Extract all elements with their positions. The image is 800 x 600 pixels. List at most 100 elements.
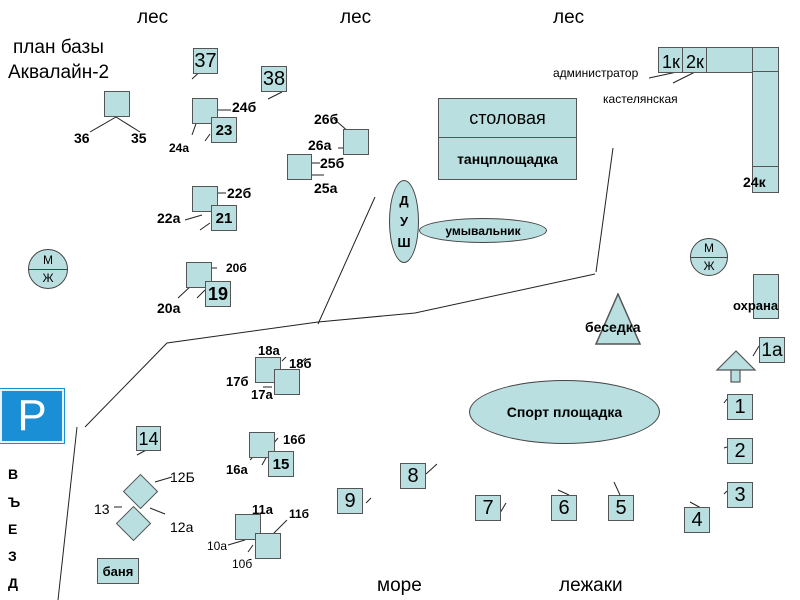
dining-hall[interactable]: столовая танцплощадка [438,98,577,180]
label-24b: 24б [232,99,257,115]
house-37-number: 37 [194,50,217,72]
label-25b: 25б [320,155,345,171]
shower[interactable]: Д У Ш [389,180,419,263]
path-right [595,147,614,273]
house-6[interactable]: 6 [551,495,577,521]
wc-right-men: М [704,241,714,255]
korpus-building[interactable]: 1к 2к [658,47,779,73]
label-26a: 26а [308,137,332,153]
bathhouse[interactable]: баня [97,558,139,584]
label-10b: 10б [232,557,253,571]
dance-floor-label: танцплощадка [457,151,558,167]
label-13: 13 [94,501,110,517]
house-3-number: 3 [734,484,746,506]
label-26b: 26б [314,111,339,127]
house-10[interactable] [255,533,281,559]
house-15[interactable]: 15 [268,451,294,477]
entrance-letter-2: Ъ [8,494,21,510]
map-title-line1: план базы [13,37,104,58]
entrance-letter-4: З [8,548,17,564]
path-mid [317,196,376,325]
house-16[interactable] [249,432,275,458]
house-3[interactable]: 3 [727,482,753,508]
label-16a: 16а [226,462,248,477]
label-18b: 18б [289,356,312,371]
shower-letter-3: Ш [397,235,411,250]
korpus-wing[interactable] [752,71,779,168]
house-1-number: 1 [734,396,746,418]
house-8-number: 8 [407,465,419,487]
gazebo-label: беседка [585,319,641,335]
label-11b: 11б [289,507,310,521]
label-25a: 25а [314,180,338,196]
house-12a[interactable] [115,505,152,542]
house-26[interactable] [343,129,369,155]
house-1[interactable]: 1 [727,394,753,420]
house-8[interactable]: 8 [400,463,426,489]
room-2k[interactable]: 2к [682,47,708,73]
wc-left-divider [29,269,67,270]
label-24a: 24а [169,141,190,155]
house-35-36[interactable] [104,91,130,117]
house-21[interactable]: 21 [211,205,237,231]
house-19[interactable]: 19 [205,281,231,307]
gazebo-icon[interactable] [595,293,641,345]
house-15-number: 15 [272,455,290,473]
house-1a[interactable]: 1а [759,337,785,363]
house-1a-number: 1а [761,339,783,361]
house-17[interactable] [274,369,300,395]
room-2k-label: 2к [686,52,704,72]
parking-sign[interactable]: P [0,388,65,444]
security-post[interactable] [753,274,779,319]
label-10a: 10а [207,539,228,553]
label-12B: 12Б [170,469,195,485]
entrance-letter-5: Д [8,575,18,591]
house-7[interactable]: 7 [475,495,501,521]
house-14-number: 14 [138,428,159,449]
wc-right[interactable]: М Ж [690,238,728,276]
house-38[interactable]: 38 [261,66,287,92]
house-14[interactable]: 14 [136,426,161,451]
house-23[interactable]: 23 [211,117,237,143]
room-24k[interactable] [752,166,779,193]
house-7-number: 7 [482,497,494,519]
house-37[interactable]: 37 [193,48,218,74]
sea-label: море [377,575,422,596]
administrator-label: администратор [553,66,639,80]
washstand[interactable]: умывальник [419,218,547,243]
house-6-number: 6 [558,497,570,519]
entrance-letter-3: Е [8,521,18,537]
label-20b: 20б [226,261,247,275]
sports-ground[interactable]: Спорт площадка [469,380,660,444]
washstand-label: умывальник [445,223,521,238]
house-19-number: 19 [207,284,229,304]
security-label: охрана [733,298,779,313]
label-12a: 12а [170,519,194,535]
sports-ground-label: Спорт площадка [506,404,623,420]
house-4[interactable]: 4 [684,507,710,533]
house-5-number: 5 [615,497,627,519]
path-left [57,426,78,600]
map-title-line2: Аквалайн-2 [8,62,110,83]
forest-label-3: лес [553,7,585,28]
label-22a: 22а [157,210,181,226]
wc-left[interactable]: М Ж [28,249,68,289]
house-20[interactable] [186,262,212,288]
house-23-number: 23 [215,121,233,139]
house-21-number: 21 [215,209,233,227]
label-17b: 17б [226,374,249,389]
arrow-up-icon [715,350,757,383]
room-1k[interactable]: 1к [658,47,684,73]
wc-left-women: Ж [42,271,54,285]
house-2[interactable]: 2 [727,438,753,464]
room-1k-label: 1к [662,52,680,72]
entrance-letter-1: В [8,466,19,482]
house-9-number: 9 [344,490,356,512]
house-9[interactable]: 9 [337,488,363,514]
house-25[interactable] [287,154,312,180]
house-5[interactable]: 5 [608,495,634,521]
house-12b[interactable] [122,473,159,510]
forest-label-1: лес [137,7,169,28]
wc-left-men: М [43,253,53,267]
